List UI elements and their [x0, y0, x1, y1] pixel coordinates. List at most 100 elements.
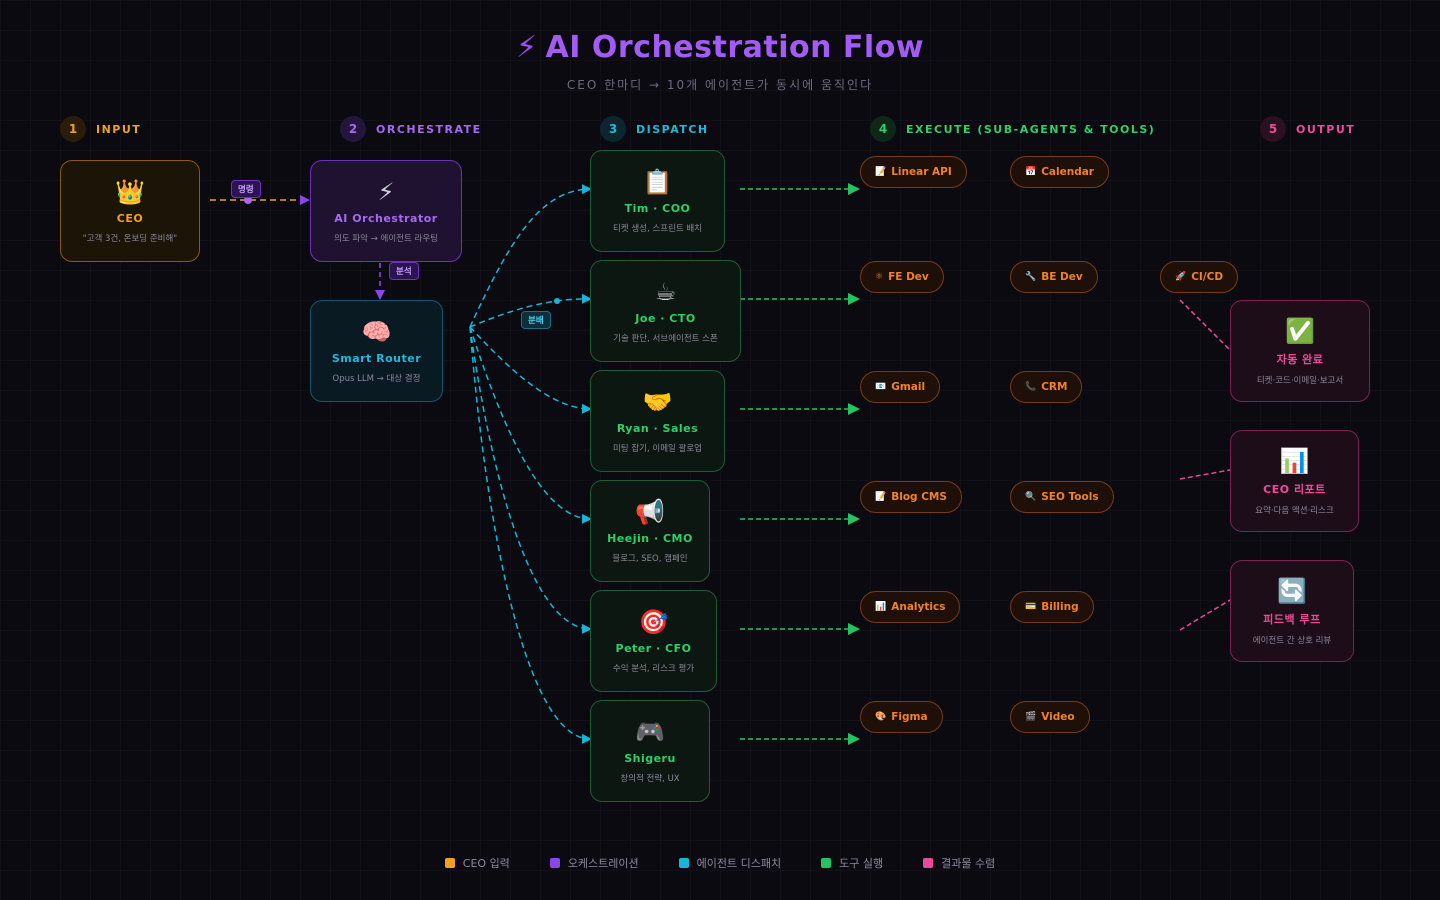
email-icon: 📧 [875, 382, 887, 392]
legend-swatch [678, 858, 689, 868]
legend-swatch [444, 858, 455, 868]
tool-chip-linear-api[interactable]: 📝 Linear API [860, 156, 967, 188]
stage-label: INPUT [96, 122, 142, 136]
tool-chip-ci-cd[interactable]: 🚀CI/CD [1160, 261, 1239, 293]
tool-chip-fe-dev[interactable]: ⚛FE Dev [860, 261, 944, 293]
dispatch-connector-ryan [469, 326, 592, 414]
handshake-icon: 🤝 [642, 388, 673, 416]
output-node-feedback-loop[interactable]: 🔄 피드백 루프 에이전트 간 상호 리뷰 [1230, 560, 1354, 662]
bar-chart-icon: 📊 [875, 602, 887, 612]
page-subtitle: CEO 한마디 → 10개 에이전트가 동시에 움직인다 [566, 78, 874, 92]
tool-chip-gmail[interactable]: 📧 Gmail [860, 371, 941, 403]
agent-description: 미팅 잡기, 이메일 팔로업 [612, 444, 702, 454]
legend-item: 결과물 수렴 [923, 855, 995, 871]
agent-description: 티켓 생성, 스프린트 배치 [612, 224, 702, 234]
stage-header-input: 1 INPUT [60, 115, 141, 143]
clipboard-icon: 📋 [642, 168, 673, 196]
crown-icon: 👑 [115, 178, 145, 206]
agent-node-ryan[interactable]: 🤝 Ryan · Sales 미팅 잡기, 이메일 팔로업 [590, 370, 725, 472]
tool-chip-seo-tools[interactable]: 🔍SEO Tools [1010, 481, 1114, 513]
tool-chip-be-dev[interactable]: 🔧 BE Dev [1010, 261, 1098, 293]
stage-label: OUTPUT [1296, 122, 1356, 136]
tool-label: FE Dev [888, 271, 929, 283]
node-description: "고객 3건, 온보딩 준비해" [82, 234, 178, 244]
clapperboard-icon: 🎬 [1025, 712, 1037, 722]
memo-icon: 📝 [875, 167, 887, 177]
stage-label: EXECUTE (SUB-AGENTS & TOOLS) [906, 122, 1156, 136]
output-node-auto-complete[interactable]: ✅ 자동 완료 티켓·코드·이메일·보고서 [1230, 300, 1370, 402]
edge-label-command: 명령 [231, 180, 261, 198]
legend-item: CEO 입력 [444, 855, 510, 871]
node-name: AI Orchestrator [334, 212, 438, 225]
tool-label: Billing [1041, 601, 1079, 613]
credit-card-icon: 💳 [1025, 602, 1037, 612]
legend-swatch [923, 858, 934, 868]
agent-node-heejin[interactable]: 📢 Heejin · CMO 블로그, SEO, 캠페인 [590, 480, 710, 582]
node-name: CEO [116, 212, 144, 225]
agent-name: Shigeru [624, 752, 676, 765]
stage-number: 2 [340, 116, 366, 142]
edge-label-analyze: 분석 [389, 262, 419, 280]
tool-chip-blog-cms[interactable]: 📝Blog CMS [860, 481, 962, 513]
tool-label: Linear API [891, 166, 952, 178]
output-connector [1179, 599, 1231, 631]
output-description: 요약·다음 액션·리스크 [1255, 505, 1334, 516]
output-node-ceo-report[interactable]: 📊 CEO 리포트 요약·다음 액션·리스크 [1230, 430, 1359, 532]
smart-router-node[interactable]: 🧠 Smart Router Opus LLM → 대상 결정 [310, 300, 443, 402]
tool-chip-crm[interactable]: 📞CRM [1010, 371, 1083, 403]
agent-name: Peter · CFO [615, 642, 692, 655]
stage-header-orchestrate: 2 ORCHESTRATE [340, 115, 482, 143]
tool-chip-analytics[interactable]: 📊 Analytics [860, 591, 961, 623]
tool-label: CI/CD [1191, 271, 1224, 283]
node-description: 의도 파악 → 에이전트 라우팅 [334, 234, 438, 244]
tool-label: Blog CMS [891, 491, 947, 503]
legend-item: 도구 실행 [821, 855, 883, 871]
agent-description: 수익 분석, 리스크 평가 [612, 664, 695, 674]
tool-chip-figma[interactable]: 🎨Figma [860, 701, 943, 733]
agent-description: 블로그, SEO, 캠페인 [612, 554, 688, 564]
wrench-icon: 🔧 [1025, 272, 1037, 282]
agent-node-shigeru[interactable]: 🎮 Shigeru 창의적 전략, UX [590, 700, 710, 802]
stage-number: 3 [600, 116, 626, 142]
legend-swatch [549, 858, 560, 868]
tool-chip-calendar[interactable]: 📅Calendar [1010, 156, 1109, 188]
stage-number: 1 [60, 116, 86, 142]
check-mark-icon: ✅ [1285, 316, 1315, 345]
legend-item: 에이전트 디스패치 [678, 855, 781, 871]
stage-label: DISPATCH [636, 122, 709, 136]
legend: CEO 입력 오케스트레이션 에이전트 디스패치 도구 실행 결과물 수렴 [0, 855, 1440, 871]
tool-label: Gmail [891, 381, 926, 393]
tool-chip-billing[interactable]: 💳 Billing [1010, 591, 1094, 623]
lightning-icon: ⚡ [515, 30, 538, 65]
tool-label: Video [1041, 711, 1075, 723]
lightning-icon: ⚡ [377, 178, 395, 206]
edge-label-distribute: 분배 [521, 311, 551, 329]
legend-label: 결과물 수렴 [941, 857, 996, 870]
agent-name: Joe · CTO [635, 312, 696, 325]
tool-chip-video[interactable]: 🎬 Video [1010, 701, 1090, 733]
dispatch-connector-shigeru [469, 326, 592, 744]
stage-number: 5 [1260, 116, 1286, 142]
bar-chart-icon: 📊 [1279, 446, 1310, 475]
agent-node-peter[interactable]: 🎯 Peter · CFO 수익 분석, 리스크 평가 [590, 590, 717, 692]
agent-node-tim[interactable]: 📋 Tim · COO 티켓 생성, 스프린트 배치 [590, 150, 725, 252]
output-name: 자동 완료 [1276, 352, 1324, 366]
stage-header-dispatch: 3 DISPATCH [600, 115, 709, 143]
tool-label: Analytics [891, 601, 946, 613]
palette-icon: 🎨 [875, 712, 887, 722]
tool-label: Calendar [1041, 166, 1094, 178]
magnifier-icon: 🔍 [1025, 492, 1037, 502]
agent-description: 창의적 전략, UX [620, 774, 680, 784]
dispatch-connector-peter [469, 326, 592, 634]
legend-label: CEO 입력 [462, 857, 510, 870]
orchestrator-node[interactable]: ⚡ AI Orchestrator 의도 파악 → 에이전트 라우팅 [310, 160, 462, 262]
output-connector [1179, 469, 1231, 480]
agent-description: 기술 판단, 서브에이전트 스폰 [613, 334, 718, 344]
dispatch-connector-tim [469, 184, 592, 328]
megaphone-icon: 📢 [635, 498, 665, 526]
ceo-input-node[interactable]: 👑 CEO "고객 3건, 온보딩 준비해" [60, 160, 200, 262]
tool-label: BE Dev [1041, 271, 1083, 283]
dispatch-connector-heejin [469, 326, 592, 524]
legend-swatch [821, 858, 832, 868]
agent-node-joe[interactable]: ☕ Joe · CTO 기술 판단, 서브에이전트 스폰 [590, 260, 741, 362]
